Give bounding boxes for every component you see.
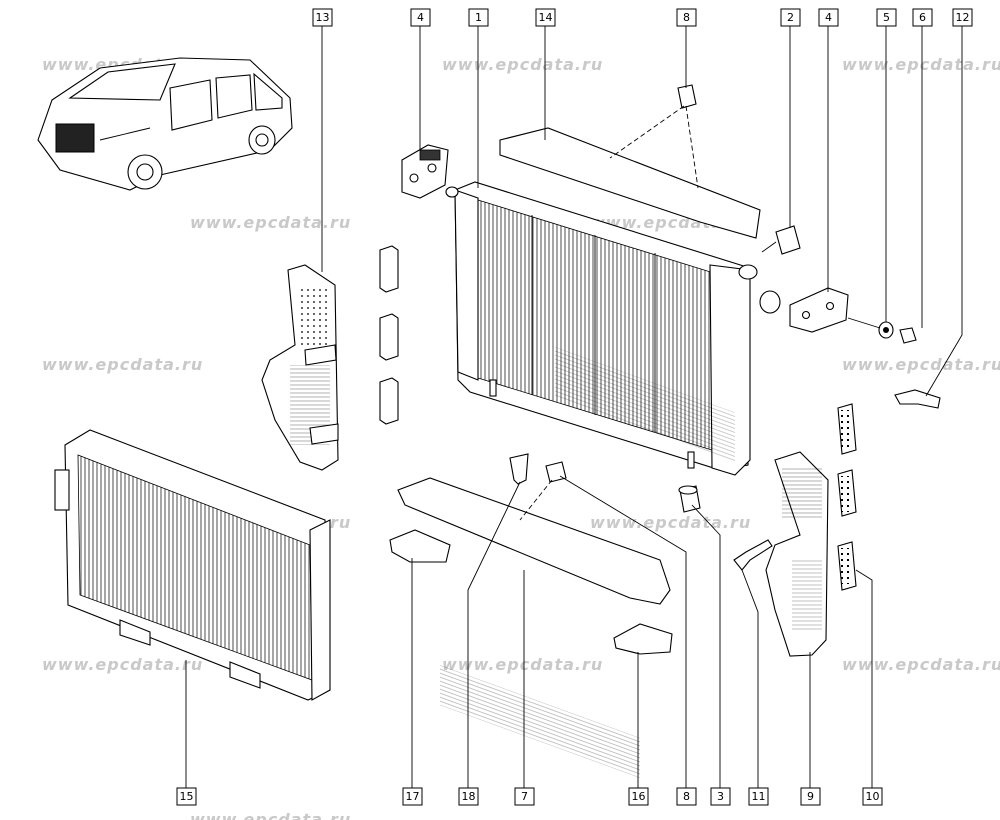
part-13-left-air-deflector [261, 264, 339, 471]
callout-2: 2 [780, 8, 801, 27]
callout-1: 1 [468, 8, 489, 27]
watermark: www.epcdata.ru [190, 213, 351, 232]
part-4-left-bracket [401, 144, 449, 199]
svg-text:4: 4 [825, 11, 832, 24]
watermark: www.epcdata.ru [842, 655, 1000, 674]
part-11-fastener [733, 539, 773, 571]
watermark: www.epcdata.ru [590, 513, 751, 532]
part-3-grommet [678, 485, 701, 513]
callout-10: 10 [862, 787, 883, 806]
part-8-top-clip [609, 84, 699, 189]
callout-7: 7 [514, 787, 535, 806]
svg-text:5: 5 [883, 11, 890, 24]
foam-blocks-left [379, 245, 399, 425]
watermark: www.epcdata.ru [442, 55, 603, 74]
leader-lines [185, 26, 963, 788]
svg-text:2: 2 [787, 11, 794, 24]
svg-text:17: 17 [406, 790, 420, 803]
callout-8-bottom: 8 [676, 787, 697, 806]
callout-18: 18 [458, 787, 479, 806]
svg-text:15: 15 [180, 790, 194, 803]
callout-4-left: 4 [410, 8, 431, 27]
svg-text:1: 1 [475, 11, 482, 24]
part-14-upper-shroud [499, 127, 761, 463]
callout-13: 13 [312, 8, 333, 27]
svg-text:7: 7 [521, 790, 528, 803]
callout-4-right: 4 [818, 8, 839, 27]
watermark: www.epcdata.ru [442, 655, 603, 674]
part-2-drain-plug [761, 225, 801, 255]
svg-text:8: 8 [683, 790, 690, 803]
callout-12: 12 [952, 8, 973, 27]
part-9-right-air-deflector [765, 451, 829, 657]
part-16-bracket [613, 623, 673, 655]
svg-text:10: 10 [866, 790, 880, 803]
watermark: www.epcdata.ru [190, 810, 351, 820]
part-15-condenser [54, 429, 331, 701]
callout-5: 5 [876, 8, 897, 27]
svg-text:3: 3 [717, 790, 724, 803]
svg-text:11: 11 [752, 790, 766, 803]
callout-9: 9 [800, 787, 821, 806]
callout-16: 16 [628, 787, 649, 806]
callout-14: 14 [535, 8, 556, 27]
watermark: www.epcdata.ru [842, 355, 1000, 374]
vehicle-illustration [37, 57, 293, 191]
svg-text:12: 12 [956, 11, 970, 24]
part-12-clip [894, 389, 941, 409]
watermark: www.epcdata.ru [42, 655, 203, 674]
svg-text:16: 16 [632, 790, 646, 803]
foam-strips-right [837, 403, 857, 591]
watermark: www.epcdata.ru [42, 355, 203, 374]
svg-text:14: 14 [539, 11, 553, 24]
svg-text:9: 9 [807, 790, 814, 803]
callout-17: 17 [402, 787, 423, 806]
part-18-clip [509, 453, 529, 485]
part-6-nut [847, 317, 917, 344]
callout-15: 15 [176, 787, 197, 806]
callout-6: 6 [912, 8, 933, 27]
part-7-lower-shroud [397, 477, 671, 778]
svg-text:18: 18 [462, 790, 476, 803]
part-17-bracket [389, 529, 451, 563]
callout-11: 11 [748, 787, 769, 806]
callout-3: 3 [710, 787, 731, 806]
part-5-washer [878, 321, 894, 339]
watermark: www.epcdata.ru [842, 55, 1000, 74]
part-4-right-bracket [759, 287, 849, 333]
svg-text:13: 13 [316, 11, 330, 24]
svg-text:8: 8 [683, 11, 690, 24]
svg-text:6: 6 [919, 11, 926, 24]
svg-text:4: 4 [417, 11, 424, 24]
callout-8-top: 8 [676, 8, 697, 27]
